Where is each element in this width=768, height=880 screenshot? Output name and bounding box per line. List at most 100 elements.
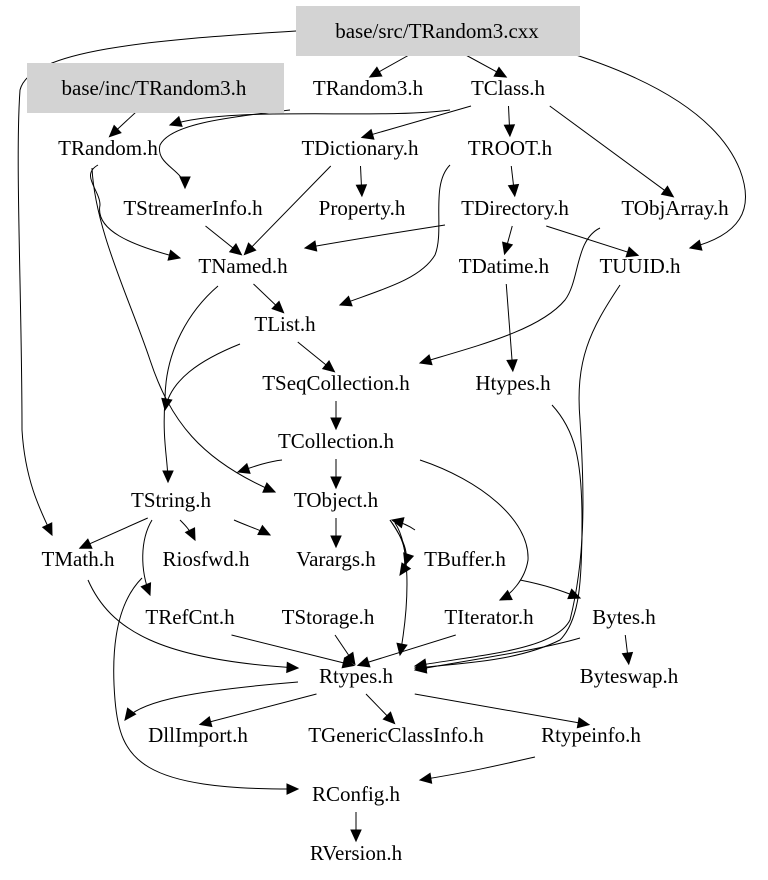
arrowhead-icon xyxy=(271,300,285,314)
edge-tclass-h-to-tdictionary-h xyxy=(361,105,472,138)
node-tmath-h[interactable]: TMath.h xyxy=(42,547,115,571)
arrowhead-icon xyxy=(660,185,675,198)
edge-trefcnt-h-to-rtypes-h xyxy=(231,634,355,667)
node-label: TString.h xyxy=(131,488,211,512)
arrowhead-icon xyxy=(390,517,405,529)
node-tobject-h[interactable]: TObject.h xyxy=(294,488,379,512)
node-tgenericclassinfo-h[interactable]: TGenericClassInfo.h xyxy=(308,723,484,747)
node-label: TCollection.h xyxy=(278,429,395,453)
edge-trandom-h-to-tnamed-h xyxy=(90,164,181,259)
node-label: TIterator.h xyxy=(444,605,534,629)
node-tobjarray-h[interactable]: TObjArray.h xyxy=(621,196,729,220)
arrowhead-icon xyxy=(382,711,396,725)
node-label: TNamed.h xyxy=(198,254,288,278)
edge-titerator-h-to-rtypes-h xyxy=(357,634,456,666)
node-label: Htypes.h xyxy=(475,371,551,395)
node-trandom3-h-inc[interactable]: base/inc/TRandom3.h xyxy=(27,63,284,113)
arrowhead-icon xyxy=(418,772,433,784)
edge-tobject-h-to-rtypes-h xyxy=(394,522,408,656)
nodes-layer: base/src/TRandom3.cxx base/inc/TRandom3.h… xyxy=(27,6,729,865)
arrowhead-icon xyxy=(161,397,173,412)
node-trandom3-cxx[interactable]: base/src/TRandom3.cxx xyxy=(296,6,580,56)
edge-tdatime-h-to-htypes-h xyxy=(505,283,514,372)
node-label: TRefCnt.h xyxy=(145,605,235,629)
node-tuuid-h[interactable]: TUUID.h xyxy=(599,254,681,278)
node-trefcnt-h[interactable]: TRefCnt.h xyxy=(145,605,235,629)
node-highlight-box xyxy=(296,6,580,56)
node-rtypes-h[interactable]: Rtypes.h xyxy=(319,664,394,688)
arrowhead-icon xyxy=(262,482,277,493)
arrowhead-icon xyxy=(368,66,383,78)
arrowhead-icon xyxy=(360,128,375,140)
node-tnamed-h[interactable]: TNamed.h xyxy=(198,254,288,278)
arrowhead-icon xyxy=(418,354,433,366)
node-tstreamerinfo-h[interactable]: TStreamerInfo.h xyxy=(123,196,263,220)
node-label: TGenericClassInfo.h xyxy=(308,723,484,747)
node-label: RConfig.h xyxy=(312,782,401,806)
node-tbuffer-h[interactable]: TBuffer.h xyxy=(424,547,506,571)
node-label: Riosfwd.h xyxy=(163,547,250,571)
node-label: Rtypes.h xyxy=(319,664,394,688)
node-titerator-h[interactable]: TIterator.h xyxy=(444,605,534,629)
edge-tclass-h-to-trandom-h xyxy=(169,109,451,126)
edge-bytes-h-to-rtypes-h xyxy=(414,637,581,671)
node-property-h[interactable]: Property.h xyxy=(319,196,406,220)
arrowhead-icon xyxy=(625,246,640,258)
node-tseqcollection-h[interactable]: TSeqCollection.h xyxy=(262,371,410,395)
edge-tstring-h-to-tmath-h xyxy=(79,517,148,549)
node-label: Bytes.h xyxy=(592,605,656,629)
edge-tclass-h-to-tobjarray-h xyxy=(549,105,674,198)
node-troot-h[interactable]: TROOT.h xyxy=(468,136,553,160)
arrowhead-icon xyxy=(41,522,53,537)
edge-trandom-h-to-tobject-h xyxy=(91,167,276,493)
edge-rtypeinfo-h-to-rconfig-h xyxy=(419,756,536,781)
edge-tcollection-h-to-titerator-h xyxy=(419,459,529,601)
arrowhead-icon xyxy=(243,242,257,256)
node-varargs-h[interactable]: Varargs.h xyxy=(296,547,376,571)
edge-tmath-h-to-rtypes-h xyxy=(87,579,299,669)
edge-tdictionary-h-to-tnamed-h xyxy=(244,165,332,255)
node-byteswap-h[interactable]: Byteswap.h xyxy=(580,664,679,688)
node-tdatime-h[interactable]: TDatime.h xyxy=(459,254,550,278)
edge-tdirectory-h-to-tuuid-h xyxy=(546,225,639,256)
node-tdirectory-h[interactable]: TDirectory.h xyxy=(461,196,569,220)
arrowhead-icon xyxy=(502,241,514,256)
node-htypes-h[interactable]: Htypes.h xyxy=(475,371,551,395)
edge-htypes-h-to-rtypes-h xyxy=(414,404,583,669)
node-tlist-h[interactable]: TList.h xyxy=(254,312,316,336)
node-tclass-h[interactable]: TClass.h xyxy=(471,76,546,100)
node-label: Rtypeinfo.h xyxy=(541,723,641,747)
arrowhead-icon xyxy=(341,657,356,669)
arrowhead-icon xyxy=(257,524,272,536)
edge-trandom3-h-inc-to-tstreamerinfo-h xyxy=(159,109,291,189)
arrowhead-icon xyxy=(286,661,300,674)
arrowhead-icon xyxy=(167,249,182,261)
node-rtypeinfo-h[interactable]: Rtypeinfo.h xyxy=(541,723,641,747)
node-riosfwd-h[interactable]: Riosfwd.h xyxy=(163,547,250,571)
arrowhead-icon xyxy=(356,656,371,668)
node-label: TObject.h xyxy=(294,488,379,512)
node-label: TDirectory.h xyxy=(461,196,569,220)
arrowhead-icon xyxy=(330,535,342,549)
arrowhead-icon xyxy=(343,651,356,666)
node-trandom3-h[interactable]: TRandom3.h xyxy=(313,76,424,100)
arrowhead-icon xyxy=(78,538,93,549)
arrowhead-icon xyxy=(168,115,183,127)
node-label: base/inc/TRandom3.h xyxy=(62,76,247,100)
node-tstring-h[interactable]: TString.h xyxy=(131,488,211,512)
arrowhead-icon xyxy=(228,243,243,256)
node-tdictionary-h[interactable]: TDictionary.h xyxy=(301,136,419,160)
node-dllimport-h[interactable]: DllImport.h xyxy=(148,723,248,747)
arrowhead-icon xyxy=(303,240,318,252)
node-bytes-h[interactable]: Bytes.h xyxy=(592,605,656,629)
node-tstorage-h[interactable]: TStorage.h xyxy=(282,605,375,629)
node-rversion-h[interactable]: RVersion.h xyxy=(310,841,403,865)
node-tcollection-h[interactable]: TCollection.h xyxy=(278,429,395,453)
edge-tobjarray-h-to-tseqcollection-h xyxy=(419,227,601,364)
node-label: TMath.h xyxy=(42,547,115,571)
node-trandom-h[interactable]: TRandom.h xyxy=(58,136,158,160)
arrowhead-icon xyxy=(507,183,520,198)
node-rconfig-h[interactable]: RConfig.h xyxy=(312,782,401,806)
arrowhead-icon xyxy=(506,359,518,373)
